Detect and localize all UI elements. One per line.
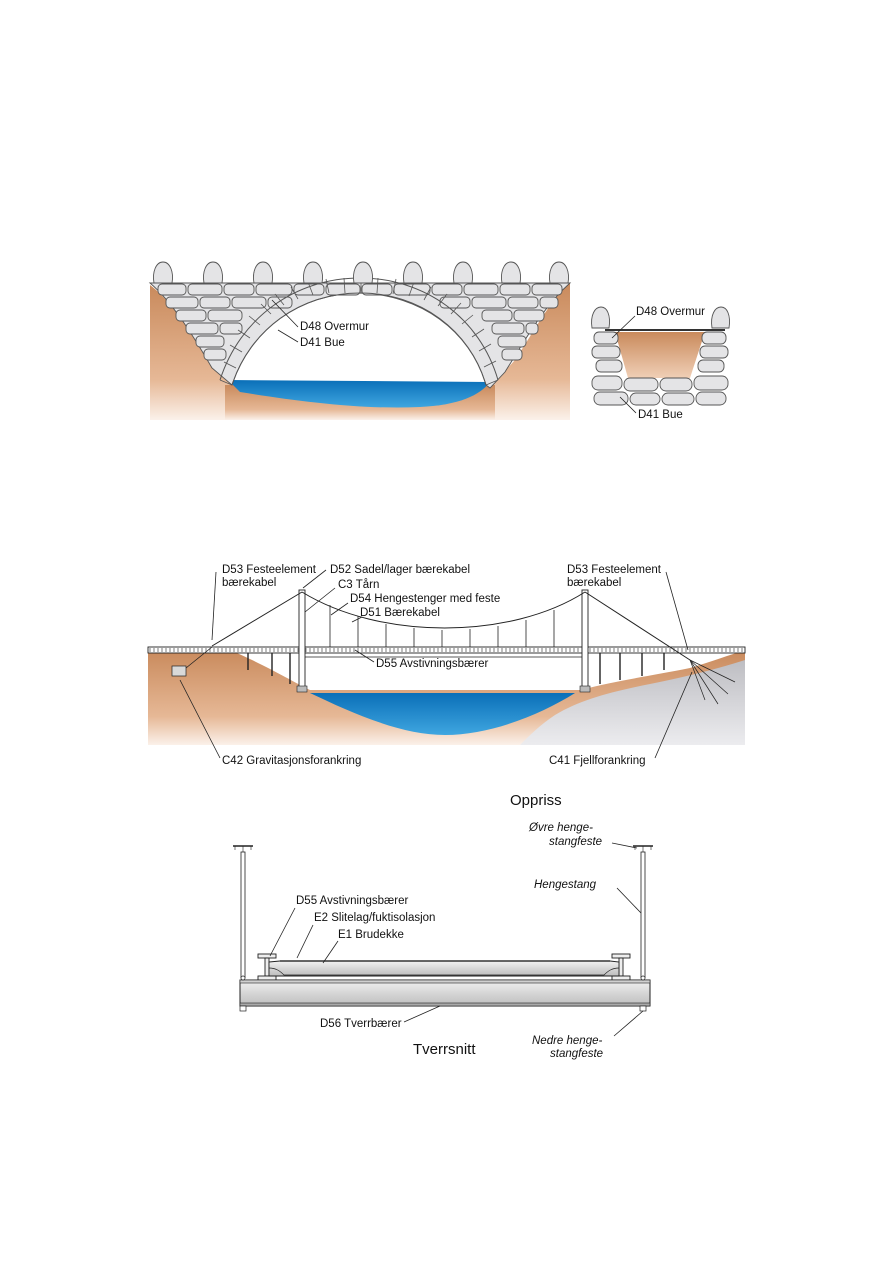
stone-bridge-elevation: D48 Overmur D41 Bue	[148, 261, 572, 420]
label-e1-brudekke: E1 Brudekke	[338, 929, 404, 941]
approach-piers	[247, 653, 665, 684]
hangers	[329, 605, 555, 647]
label-d51-baerekabel: D51 Bærekabel	[360, 607, 440, 619]
label-c42-gravitasjon: C42 Gravitasjonsforankring	[222, 755, 361, 767]
label-d53-left-1: D53 Festeelement	[222, 564, 317, 576]
label-d55-avstivningsbaerer: D55 Avstivningsbærer	[376, 658, 488, 670]
label-c41-fjell: C41 Fjellforankring	[549, 755, 646, 767]
label-e2-slitelag: E2 Slitelag/fuktisolasjon	[314, 912, 435, 924]
label-d53-right-1: D53 Festeelement	[567, 564, 662, 576]
stone-bridge-section: D48 Overmur D41 Bue	[591, 306, 730, 421]
gravity-anchor	[171, 665, 187, 677]
label-d56-tverrbaerer: D56 Tverrbærer	[320, 1018, 402, 1030]
tverrbaerer	[239, 979, 651, 1007]
label-d55-cross: D55 Avstivningsbærer	[296, 895, 408, 907]
river-water	[228, 380, 490, 408]
avstivningsbaerer-left	[257, 953, 277, 981]
label-c3-taarn: C3 Tårn	[338, 579, 379, 591]
label-d52-sadel: D52 Sadel/lager bærekabel	[330, 564, 470, 576]
label-ovre-feste-2: stangfeste	[549, 836, 602, 848]
label-section-d48-overmur: D48 Overmur	[636, 306, 705, 318]
brudekke	[268, 960, 620, 977]
title-oppriss: Oppriss	[510, 792, 562, 809]
tower-left	[298, 589, 306, 689]
label-hengestang: Hengestang	[534, 879, 597, 891]
terrain-right	[492, 283, 570, 420]
label-section-d41-bue: D41 Bue	[638, 409, 683, 421]
suspension-bridge-elevation: D53 Festeelement bærekabel D52 Sadel/lag…	[147, 564, 746, 809]
label-ovre-feste-1: Øvre henge-	[528, 822, 593, 834]
rock-anchor	[689, 659, 736, 705]
title-tverrsnitt: Tverrsnitt	[413, 1041, 476, 1058]
upper-hanger-attachment-right	[633, 845, 653, 852]
label-d53-left-2: bærekabel	[222, 577, 276, 589]
deck	[147, 646, 746, 654]
label-nedre-feste-2: stangfeste	[550, 1048, 603, 1060]
label-d48-overmur: D48 Overmur	[300, 321, 369, 333]
label-nedre-feste-1: Nedre henge-	[532, 1035, 602, 1047]
label-d54-hengestenger: D54 Hengestenger med feste	[350, 593, 500, 605]
tower-right	[581, 589, 589, 689]
deck-cross-section: Øvre henge- stangfeste Hengestang D55 Av…	[233, 822, 653, 1060]
river-water-2	[310, 693, 575, 735]
upper-hanger-attachment-left	[233, 845, 253, 852]
label-d53-right-2: bærekabel	[567, 577, 621, 589]
overmur-filler	[615, 332, 705, 378]
main-cable	[301, 591, 586, 629]
label-d41-bue: D41 Bue	[300, 337, 345, 349]
hanger-left	[240, 851, 246, 979]
hanger-right	[640, 851, 646, 979]
terrain-left	[150, 285, 232, 420]
